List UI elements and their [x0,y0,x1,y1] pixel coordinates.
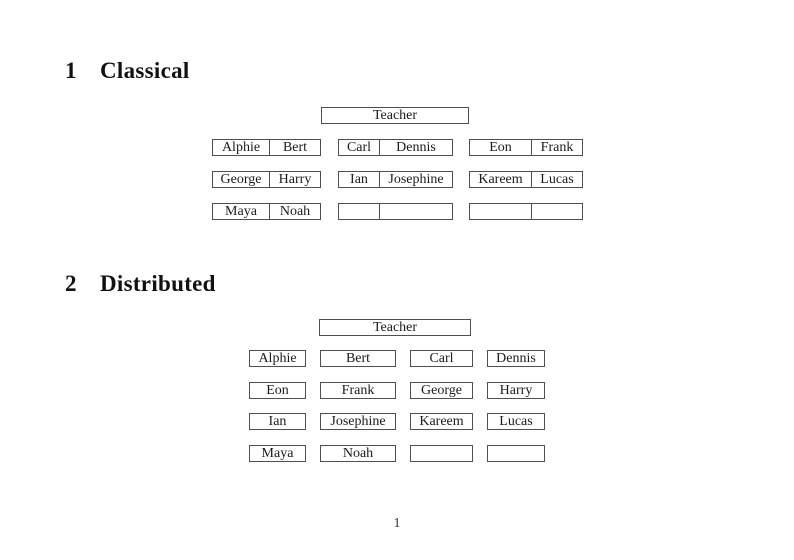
desk-seat [339,204,380,219]
desk-seat: Bert [282,140,308,155]
student-desk-pair: Kareem Lucas [469,171,583,188]
desk-seat [532,204,582,219]
student-desk-pair [469,203,583,220]
teacher-desk: Teacher [321,107,469,124]
student-desk-pair: Maya Noah [212,203,321,220]
desk-seat: Ian [339,172,380,187]
student-desk [487,445,545,462]
desk-seat: Maya [213,204,270,219]
desk-seat: Noah [279,204,311,219]
student-desk: Eon [249,382,306,399]
student-desk: Lucas [487,413,545,430]
desk-seat: Carl [339,140,380,155]
page-number: 1 [393,516,401,531]
teacher-desk: Teacher [319,319,471,336]
section-heading-distributed: 2 Distributed [65,271,216,296]
student-desk: Ian [249,413,306,430]
student-desk: Carl [410,350,473,367]
student-desk [410,445,473,462]
desk-seat: Harry [278,172,312,187]
student-desk: Frank [320,382,396,399]
student-desk: Alphie [249,350,306,367]
section-number: 2 [65,271,77,296]
desk-seat: Alphie [213,140,270,155]
student-desk: Noah [320,445,396,462]
section-heading-classical: 1 Classical [65,58,190,83]
student-desk: Kareem [410,413,473,430]
student-desk-pair [338,203,453,220]
desk-seat: Eon [470,140,532,155]
student-desk: Harry [487,382,545,399]
student-desk: George [410,382,473,399]
desk-seat: Kareem [470,172,532,187]
section-title: Classical [100,58,190,83]
desk-seat: Lucas [540,172,574,187]
section-title: Distributed [100,271,216,296]
student-desk: Josephine [320,413,396,430]
student-desk: Dennis [487,350,545,367]
desk-seat: Dennis [396,140,436,155]
student-desk-pair: Ian Josephine [338,171,453,188]
student-desk-pair: George Harry [212,171,321,188]
desk-seat: Josephine [388,172,444,187]
student-desk-pair: Eon Frank [469,139,583,156]
desk-seat: George [213,172,270,187]
desk-seat [380,204,452,219]
student-desk: Bert [320,350,396,367]
student-desk-pair: Alphie Bert [212,139,321,156]
section-number: 1 [65,58,77,83]
desk-seat: Frank [540,140,574,155]
desk-seat [470,204,532,219]
student-desk: Maya [249,445,306,462]
student-desk-pair: Carl Dennis [338,139,453,156]
